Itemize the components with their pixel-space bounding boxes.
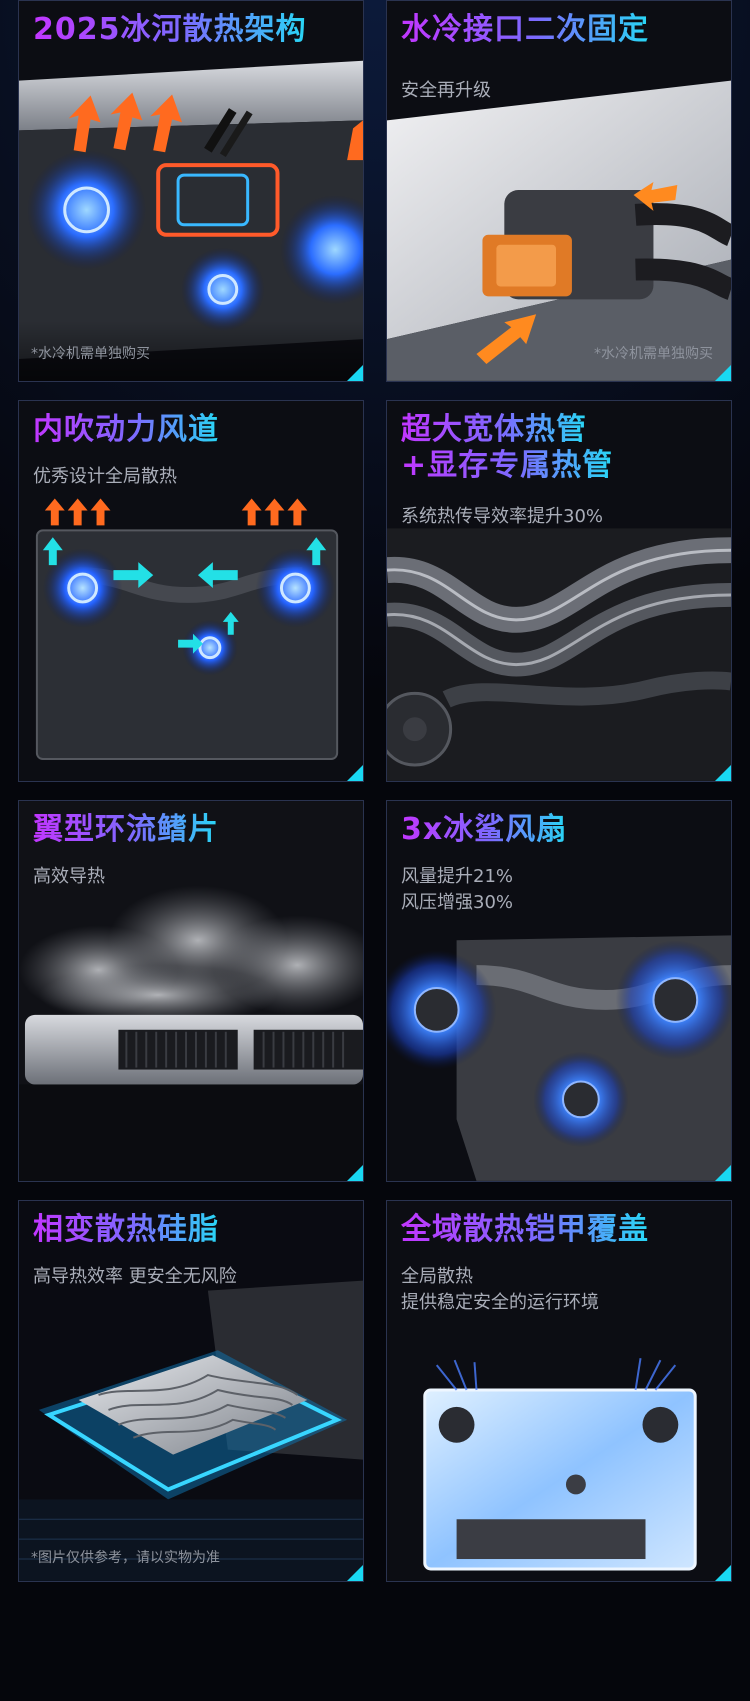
heatpipe-illustration xyxy=(387,528,731,781)
card-subtitle: 优秀设计全局散热 xyxy=(33,466,177,487)
footnote: *水冷机需单独购买 xyxy=(594,346,713,362)
card-title: 3x冰鲨风扇 xyxy=(401,812,568,847)
thermal-grease-illustration xyxy=(19,1201,363,1581)
fins-illustration xyxy=(19,801,363,1181)
fans-illustration xyxy=(387,935,731,1181)
footnote: *水冷机需单独购买 xyxy=(31,346,150,362)
airflow-arrow-icon xyxy=(42,537,327,654)
card-ice-shark-fans: 3x冰鲨风扇 风量提升21% 风压增强30% xyxy=(386,800,732,1182)
fan-right-icon xyxy=(280,194,363,305)
card-subtitle: 高效导热 xyxy=(33,866,105,887)
card-phase-change-grease: 相变散热硅脂 高导热效率 更安全无风险 *图片仅供参考，请以实物为准 xyxy=(18,1200,364,1582)
card-title: 相变散热硅脂 xyxy=(33,1212,219,1247)
card-watercool-port: 水冷接口二次固定 安全再升级 *水冷机需单独购买 xyxy=(386,0,732,382)
card-subtitle-line1: 全局散热 xyxy=(401,1266,473,1287)
card-title: 全域散热铠甲覆盖 xyxy=(401,1212,649,1247)
card-subtitle-line2: 风压增强30% xyxy=(401,892,514,913)
card-subtitle-line1: 风量提升21% xyxy=(401,866,514,887)
fan-right-icon xyxy=(255,548,336,628)
fan-left-icon xyxy=(26,150,147,270)
watercool-port-illustration xyxy=(387,80,731,381)
card-internal-airflow: 内吹动力风道 优秀设计全局散热 xyxy=(18,400,364,782)
fan-center-icon xyxy=(181,247,265,332)
card-title-line1: 超大宽体热管 xyxy=(401,412,587,447)
card-wing-fins: 翼型环流鳍片 高效导热 xyxy=(18,800,364,1182)
laptop-cooling-illustration xyxy=(19,60,363,360)
card-wide-heatpipe: 超大宽体热管 +显存专属热管 系统热传导效率提升30% xyxy=(386,400,732,782)
card-glacier-cooling: 2025冰河散热架构 *水冷机需单独购买 xyxy=(18,0,364,382)
card-subtitle-line2: 提供稳定安全的运行环境 xyxy=(401,1292,599,1313)
card-subtitle: 系统热传导效率提升30% xyxy=(401,506,604,527)
hot-air-arrows-icon xyxy=(68,92,363,161)
card-title: 内吹动力风道 xyxy=(33,412,219,447)
footnote: *图片仅供参考，请以实物为准 xyxy=(31,1550,220,1566)
airflow-illustration xyxy=(35,498,339,761)
card-title: 水冷接口二次固定 xyxy=(401,12,649,47)
card-title-line2: +显存专属热管 xyxy=(401,448,614,483)
card-title: 翼型环流鳍片 xyxy=(33,812,219,847)
fan-center-icon xyxy=(182,619,238,676)
card-subtitle: 安全再升级 xyxy=(401,80,491,101)
arrow-icon xyxy=(476,182,678,364)
hot-air-arrows-icon xyxy=(44,498,308,526)
fan-left-icon xyxy=(42,548,123,628)
card-title: 2025冰河散热架构 xyxy=(33,12,307,47)
card-full-armor: 全域散热铠甲覆盖 全局散热 提供稳定安全的运行环境 xyxy=(386,1200,732,1582)
armor-illustration xyxy=(423,1358,697,1571)
card-subtitle: 高导热效率 更安全无风险 xyxy=(33,1266,237,1287)
